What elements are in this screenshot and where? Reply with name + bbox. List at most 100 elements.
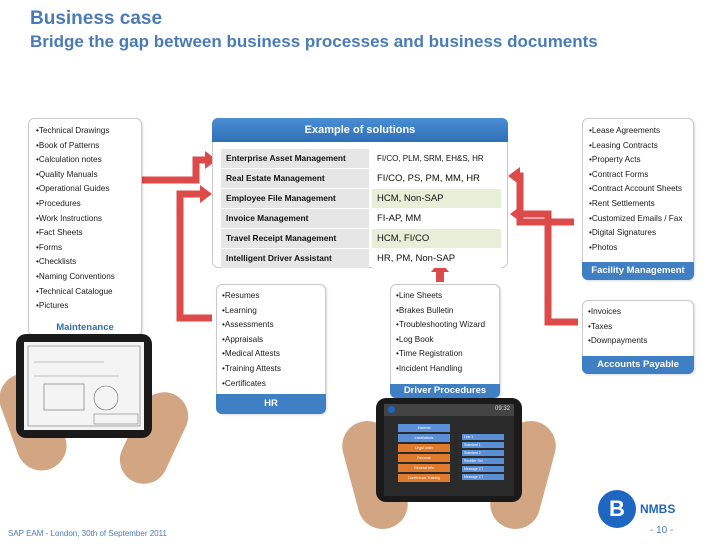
app-menu-item[interactable]: General Info (398, 464, 450, 472)
list-item: Forms (36, 241, 141, 256)
technical-drawing-icon (27, 345, 141, 427)
solution-name: Employee File Management (221, 189, 369, 208)
list-item: Troubleshooting Wizard (396, 318, 499, 333)
app-menu-item[interactable]: Legal order (398, 444, 450, 452)
app-list-item[interactable]: Line 1 (462, 434, 504, 440)
solution-name: Intelligent Driver Assistant (221, 249, 369, 268)
list-item: Book of Patterns (36, 139, 141, 154)
list-item: Technical Drawings (36, 124, 141, 139)
solution-name: Travel Receipt Management (221, 229, 369, 248)
list-item: Operational Guides (36, 182, 141, 197)
solutions-table: Example of solutions Enterprise Asset Ma… (212, 118, 508, 268)
list-item: Property Acts (589, 153, 693, 168)
app-list-item[interactable]: Message CT (462, 466, 504, 472)
list-item: Brakes Bulletin (396, 304, 499, 319)
solutions-title: Example of solutions (212, 118, 508, 142)
hr-box: Resumes Learning Assessments Appraisals … (216, 284, 326, 414)
solution-modules: FI/CO, PLM, SRM, EH&S, HR (372, 149, 501, 168)
list-item: Contract Account Sheets (589, 182, 693, 197)
arrow-head-maintenance (205, 151, 217, 169)
table-row: Real Estate Management FI/CO, PS, PM, MM… (221, 169, 501, 188)
list-item: Checklists (36, 255, 141, 270)
list-item: Incident Handling (396, 362, 499, 377)
list-item: Medical Attests (222, 347, 325, 362)
payable-list: Invoices Taxes Downpayments (583, 301, 693, 349)
payable-box: Invoices Taxes Downpayments Accounts Pay… (582, 300, 694, 374)
app-menu-item[interactable]: Conference Training (398, 474, 450, 482)
table-row: Travel Receipt Management HCM, FI/CO (221, 229, 501, 248)
list-item: Resumes (222, 289, 325, 304)
table-row: Invoice Management FI-AP, MM (221, 209, 501, 228)
list-item: Certificates (222, 377, 325, 392)
arrow-maintenance (142, 156, 212, 184)
facility-label: Facility Management (582, 262, 694, 280)
driver-list: Line Sheets Brakes Bulletin Troubleshoot… (391, 285, 499, 377)
solution-name: Real Estate Management (221, 169, 369, 188)
list-item: Naming Conventions (36, 270, 141, 285)
list-item: Contract Forms (589, 168, 693, 183)
list-item: Log Book (396, 333, 499, 348)
list-item: Calculation notes (36, 153, 141, 168)
page-title: Business case (30, 8, 163, 29)
nmbs-logo-text: NMBS (640, 502, 676, 516)
arrow-head-payable (510, 205, 522, 223)
list-item: Digital Signatures (589, 226, 693, 241)
footer-text: SAP EAM - London, 30th of September 2011 (8, 529, 167, 538)
solution-modules: HR, PM, Non-SAP (372, 249, 501, 268)
solution-name: Enterprise Asset Management (221, 149, 369, 168)
driver-label: Driver Procedures (390, 384, 500, 398)
arrow-head-hr (200, 185, 212, 203)
tablet-time: 09:32 (494, 406, 510, 412)
app-menu-item[interactable]: Records (398, 454, 450, 462)
arrow-head-facility (508, 167, 520, 185)
page-subtitle: Bridge the gap between business processe… (30, 32, 598, 51)
back-icon (388, 406, 395, 413)
list-item: Learning (222, 304, 325, 319)
app-list-item[interactable]: Standard 2 (462, 450, 504, 456)
list-item: Lease Agreements (589, 124, 693, 139)
driver-box: Line Sheets Brakes Bulletin Troubleshoot… (390, 284, 500, 398)
list-item: Downpayments (588, 334, 693, 349)
list-item: Taxes (588, 320, 693, 335)
hr-label: HR (216, 394, 326, 414)
list-item: Invoices (588, 305, 693, 320)
list-item: Customized Emails / Fax (589, 212, 693, 227)
app-toolbar: 09:32 (384, 404, 514, 416)
app-list-item[interactable]: Rectifier Std (462, 458, 504, 464)
list-item: Technical Catalogue (36, 285, 141, 300)
app-list: Line 1 Standard 1 Standard 2 Rectifier S… (462, 434, 504, 482)
table-row: Intelligent Driver Assistant HR, PM, Non… (221, 249, 501, 268)
app-menu: Material Installations Legal order Recor… (398, 424, 450, 484)
solution-modules: HCM, FI/CO (372, 229, 501, 248)
app-list-item[interactable]: Message CT (462, 474, 504, 480)
maintenance-label: Maintenance (56, 322, 114, 333)
list-item: Fact Sheets (36, 226, 141, 241)
table-row: Enterprise Asset Management FI/CO, PLM, … (221, 149, 501, 168)
list-item: Training Attests (222, 362, 325, 377)
page-number: - 10 - (650, 525, 674, 536)
solution-modules: FI/CO, PS, PM, MM, HR (372, 169, 501, 188)
list-item: Work Instructions (36, 212, 141, 227)
facility-box: Lease Agreements Leasing Contracts Prope… (582, 118, 694, 280)
payable-label: Accounts Payable (582, 356, 694, 374)
list-item: Photos (589, 241, 693, 256)
list-item: Rent Settlements (589, 197, 693, 212)
solution-modules: HCM, Non-SAP (372, 189, 501, 208)
list-item: Line Sheets (396, 289, 499, 304)
facility-list: Lease Agreements Leasing Contracts Prope… (583, 119, 693, 255)
app-menu-item[interactable]: Installations (398, 434, 450, 442)
maintenance-box: Technical Drawings Book of Patterns Calc… (28, 118, 142, 336)
solution-modules: FI-AP, MM (372, 209, 501, 228)
app-list-item[interactable]: Standard 1 (462, 442, 504, 448)
list-item: Time Registration (396, 347, 499, 362)
arrow-hr (176, 190, 212, 322)
tablet-middle: 09:32 Material Installations Legal order… (376, 398, 522, 502)
list-item: Appraisals (222, 333, 325, 348)
hr-list: Resumes Learning Assessments Appraisals … (217, 285, 325, 391)
drawing-screen (24, 342, 144, 430)
arrow-payable (520, 210, 578, 326)
list-item: Assessments (222, 318, 325, 333)
app-menu-item[interactable]: Material (398, 424, 450, 432)
list-item: Pictures (36, 299, 141, 314)
list-item: Procedures (36, 197, 141, 212)
